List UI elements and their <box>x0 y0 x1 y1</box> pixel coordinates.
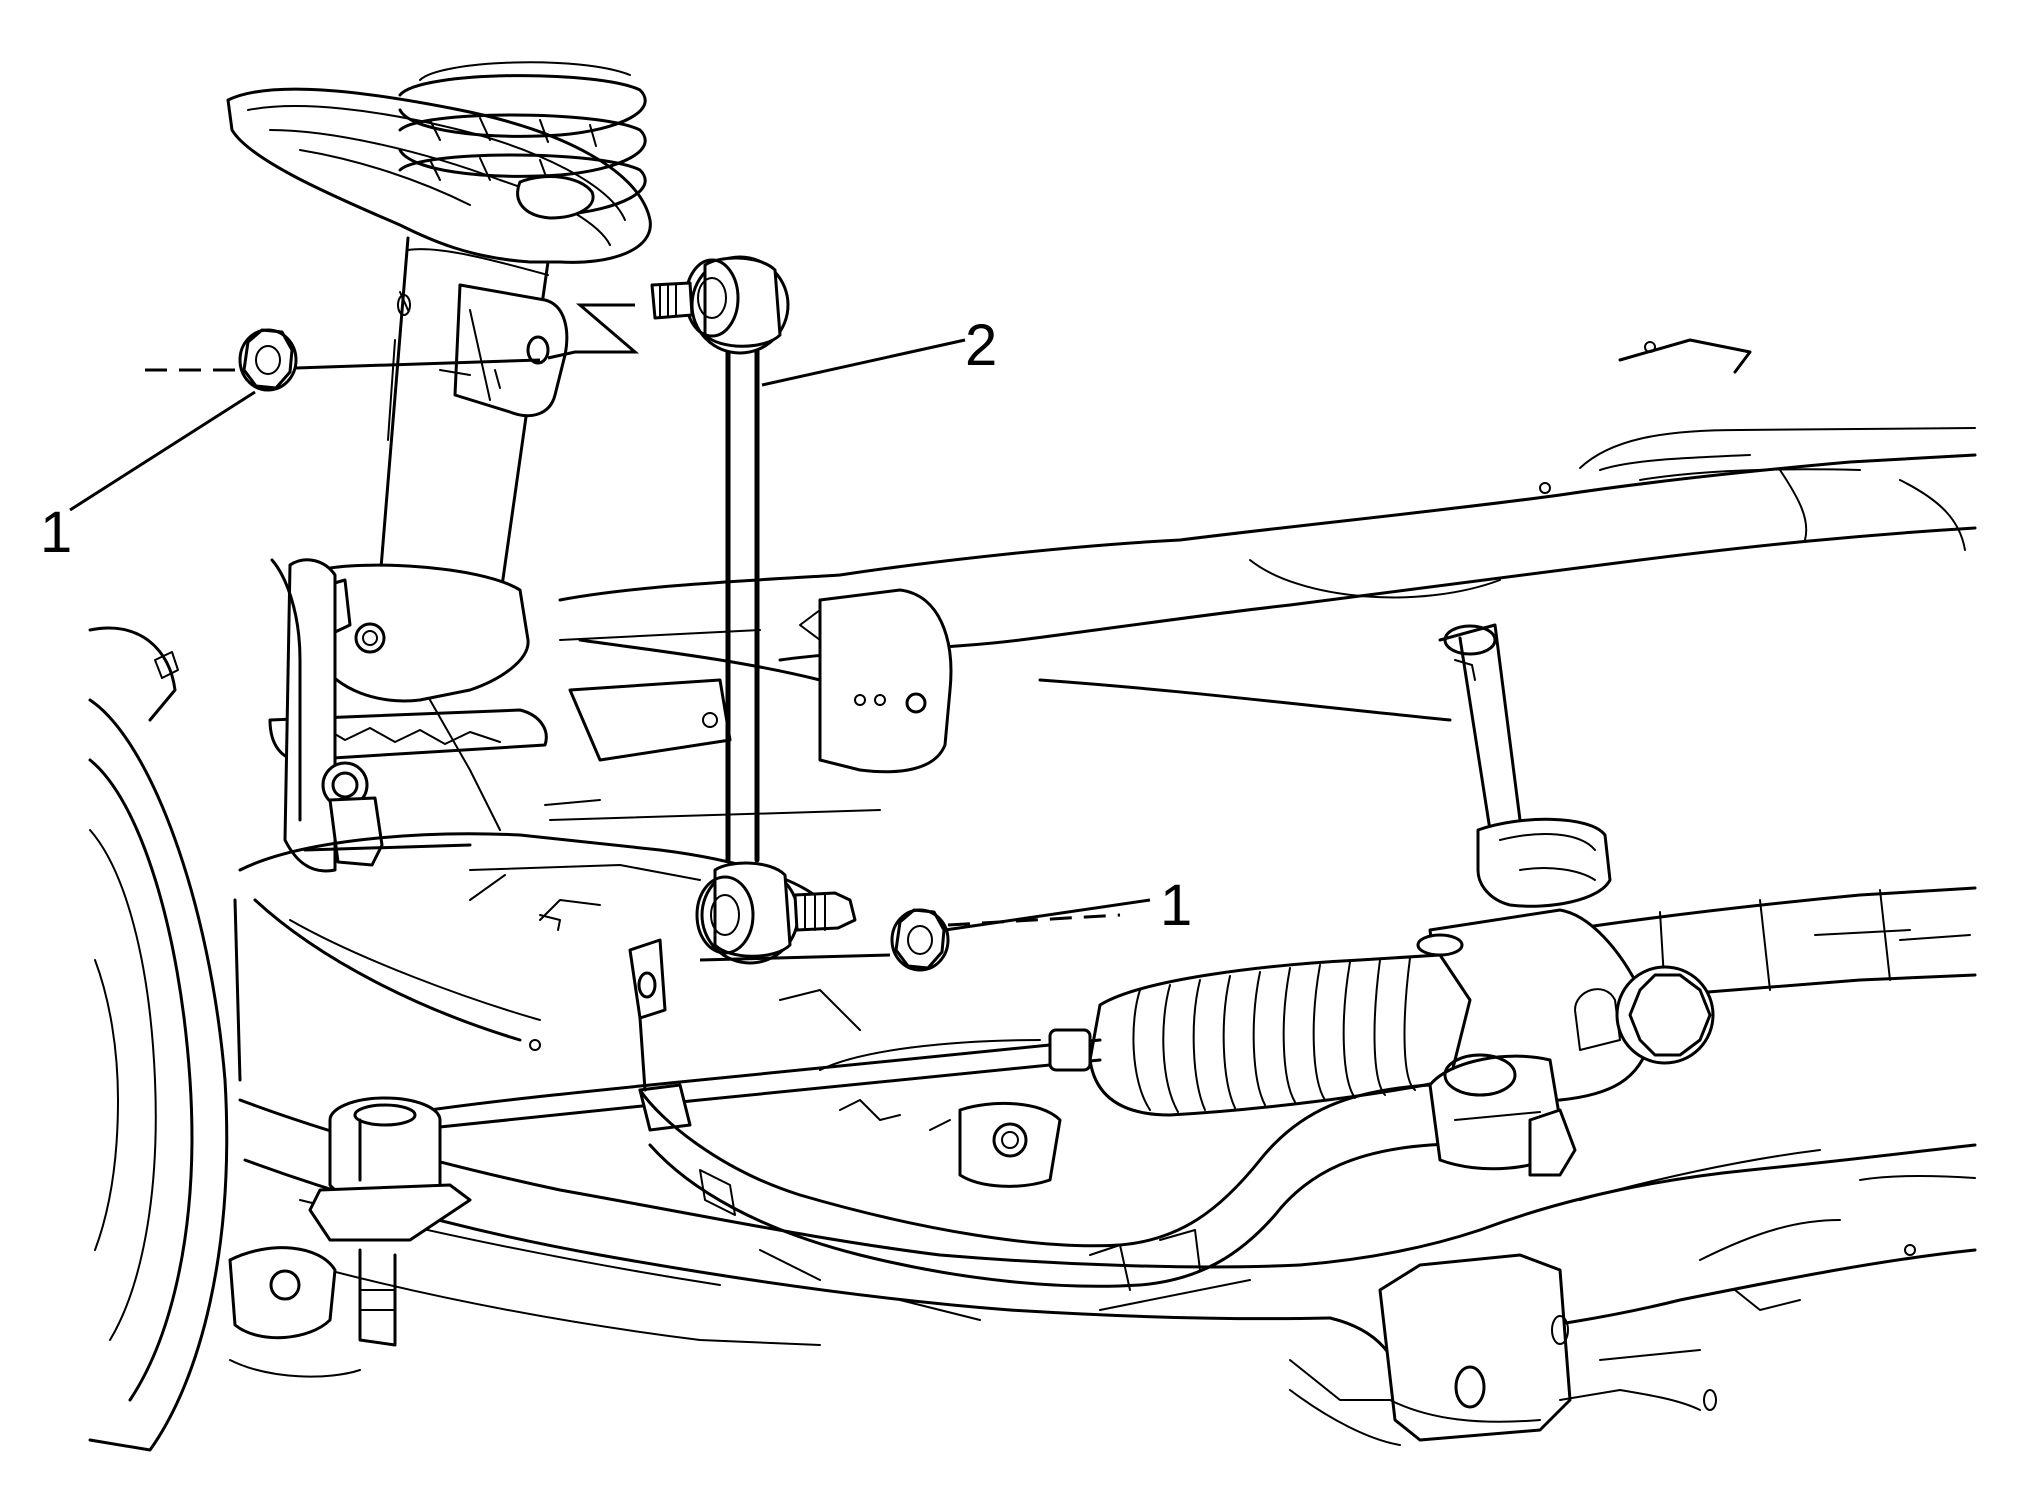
callout-label-2: 2 <box>965 313 997 378</box>
leader-line-2 <box>761 338 966 387</box>
steering-rack <box>228 623 1977 1378</box>
leader-line-1-upper <box>69 390 256 512</box>
strut-assembly <box>226 61 652 873</box>
callout-label-1-upper: 1 <box>40 500 72 565</box>
lower-nut <box>890 908 950 972</box>
subframe <box>233 338 1977 1446</box>
stabilizer-bar <box>628 938 1577 1291</box>
leader-line-1-lower <box>944 898 1151 932</box>
stabilizer-link <box>650 255 857 965</box>
installation-guide-lines <box>145 303 1121 962</box>
callout-label-1-lower: 1 <box>1160 873 1192 938</box>
callout-leaders <box>69 338 1151 932</box>
wheel-hub <box>88 626 229 1452</box>
upper-nut <box>238 328 298 392</box>
